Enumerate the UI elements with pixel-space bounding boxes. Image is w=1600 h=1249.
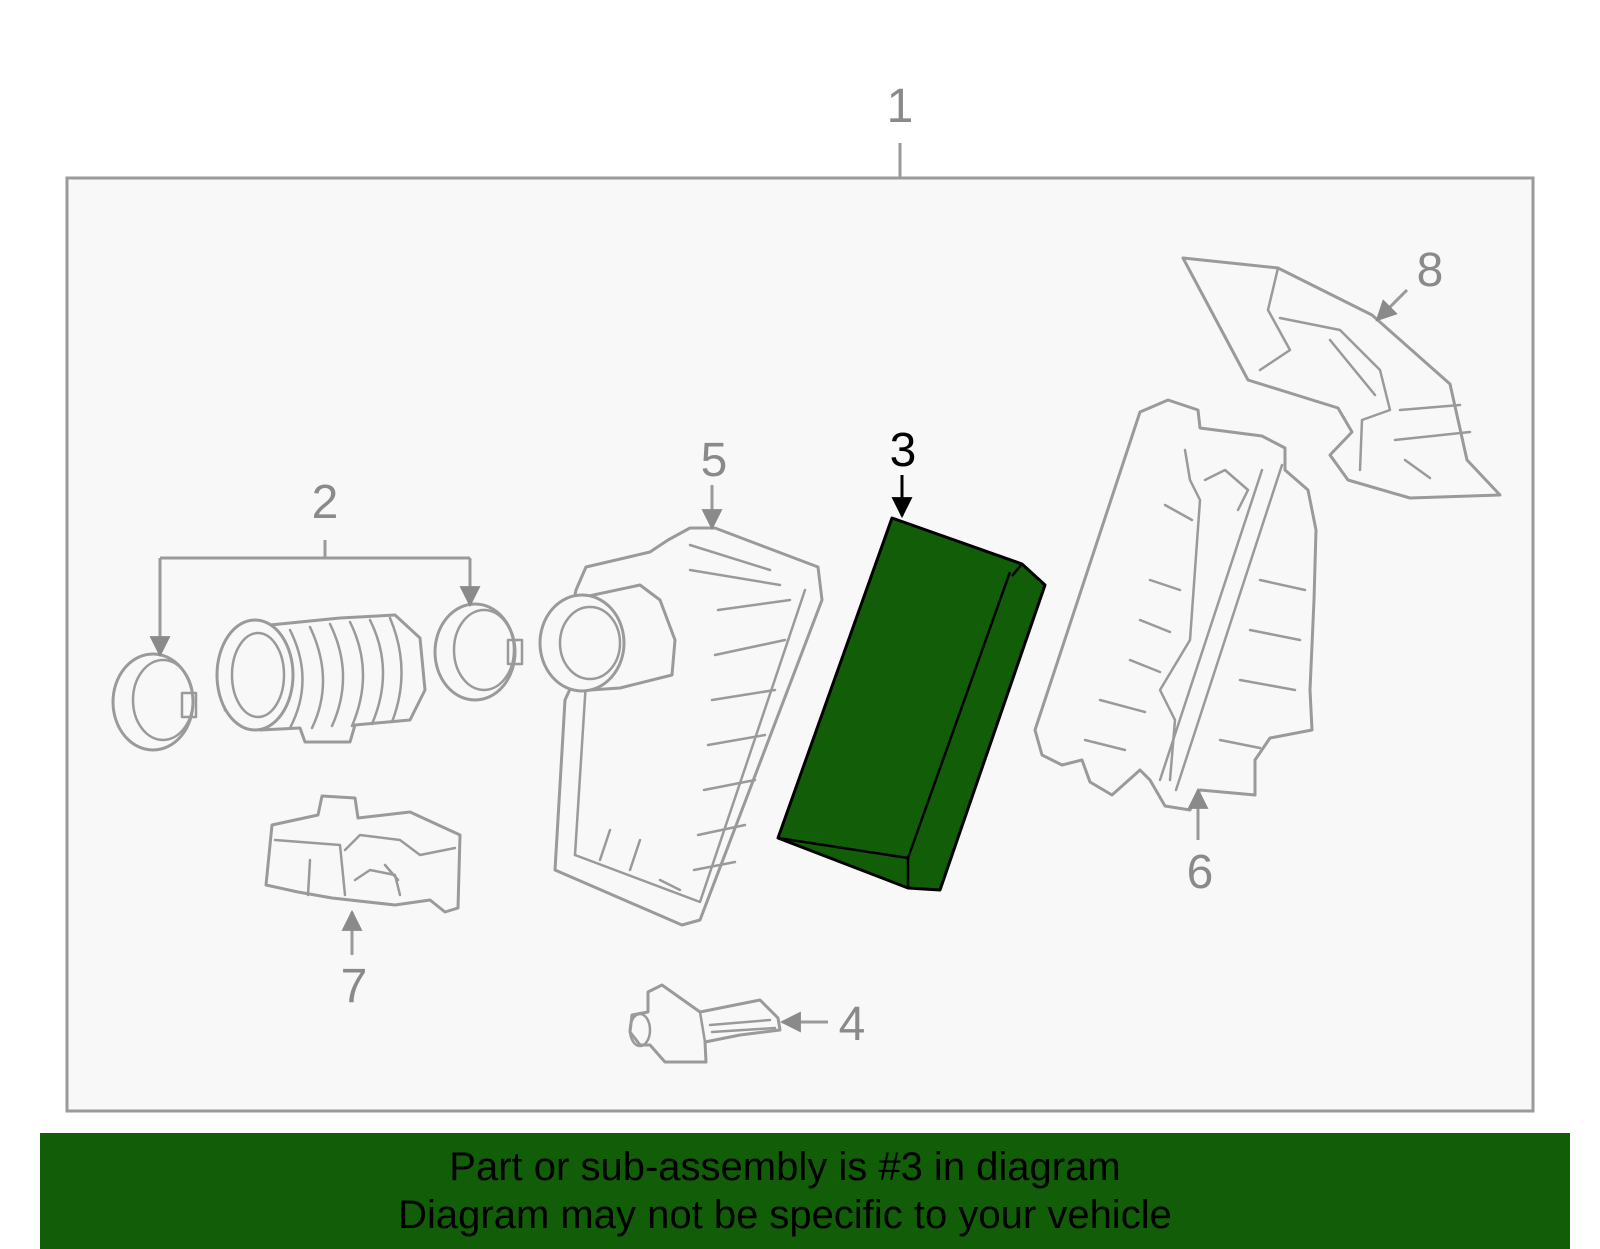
caption-line-2: Diagram may not be specific to your vehi… xyxy=(398,1193,1172,1237)
callout-3[interactable]: 3 xyxy=(890,424,917,477)
part-5-inlet[interactable] xyxy=(538,583,677,693)
callout-2[interactable]: 2 xyxy=(312,476,339,529)
part-3-air-filter[interactable] xyxy=(776,516,1047,892)
callout-4[interactable]: 4 xyxy=(839,998,866,1051)
caption-line-1: Part or sub-assembly is #3 in diagram xyxy=(449,1145,1121,1189)
part-2-intake-hose[interactable] xyxy=(215,613,427,744)
air-filter-edge xyxy=(777,563,1023,888)
part-7-bracket[interactable] xyxy=(264,794,462,914)
callout-7[interactable]: 7 xyxy=(341,960,368,1013)
leader-2 xyxy=(160,540,470,560)
caption-banner-bg xyxy=(40,1133,1570,1249)
part-6-lower-housing[interactable] xyxy=(1033,398,1318,812)
callout-8[interactable]: 8 xyxy=(1417,244,1444,297)
callout-6[interactable]: 6 xyxy=(1187,846,1214,899)
part-4-sensor[interactable] xyxy=(628,983,782,1064)
leader-8 xyxy=(1375,288,1409,322)
part-8-intake-duct[interactable] xyxy=(1181,256,1502,500)
callout-1[interactable]: 1 xyxy=(887,80,914,133)
callout-5[interactable]: 5 xyxy=(701,434,728,487)
caption-banner: Part or sub-assembly is #3 in diagram Di… xyxy=(40,1133,1570,1249)
